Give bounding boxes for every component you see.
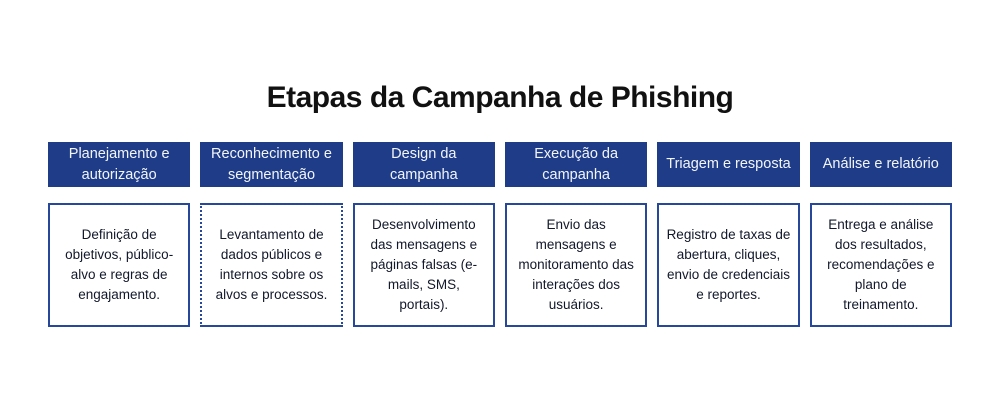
- diagram-title: Etapas da Campanha de Phishing: [266, 81, 734, 114]
- stage-header: Análise e relatório: [809, 142, 952, 187]
- stage-header: Planejamento e autorização: [48, 142, 191, 187]
- stage-header: Triagem e resposta: [657, 142, 800, 187]
- stage-description-card: Levantamento de dados públicos e interno…: [200, 203, 343, 327]
- stage-triagem-resposta: Triagem e resposta Registro de taxas de …: [657, 142, 800, 327]
- stage-planejamento-autorizacao: Planejamento e autorização Definição de …: [48, 142, 191, 327]
- stage-header: Design da campanha: [352, 142, 495, 187]
- stage-description-card: Entrega e análise dos resultados, recome…: [809, 203, 952, 327]
- stages-row: Planejamento e autorização Definição de …: [0, 142, 1000, 327]
- stage-analise-relatorio: Análise e relatório Entrega e análise do…: [809, 142, 952, 327]
- stage-header: Reconhecimento e segmentação: [200, 142, 343, 187]
- stage-description-card: Definição de objetivos, público-alvo e r…: [48, 203, 191, 327]
- stage-execucao-campanha: Execução da campanha Envio das mensagens…: [504, 142, 648, 327]
- stage-reconhecimento-segmentacao: Reconhecimento e segmentação Levantament…: [200, 142, 343, 327]
- stage-description-card: Desenvolvimento das mensagens e páginas …: [352, 203, 495, 327]
- stage-description-card: Envio das mensagens e monitoramento das …: [504, 203, 648, 327]
- stage-header: Execução da campanha: [504, 142, 648, 187]
- stage-design-campanha: Design da campanha Desenvolvimento das m…: [352, 142, 495, 327]
- stage-description-card: Registro de taxas de abertura, cliques, …: [657, 203, 800, 327]
